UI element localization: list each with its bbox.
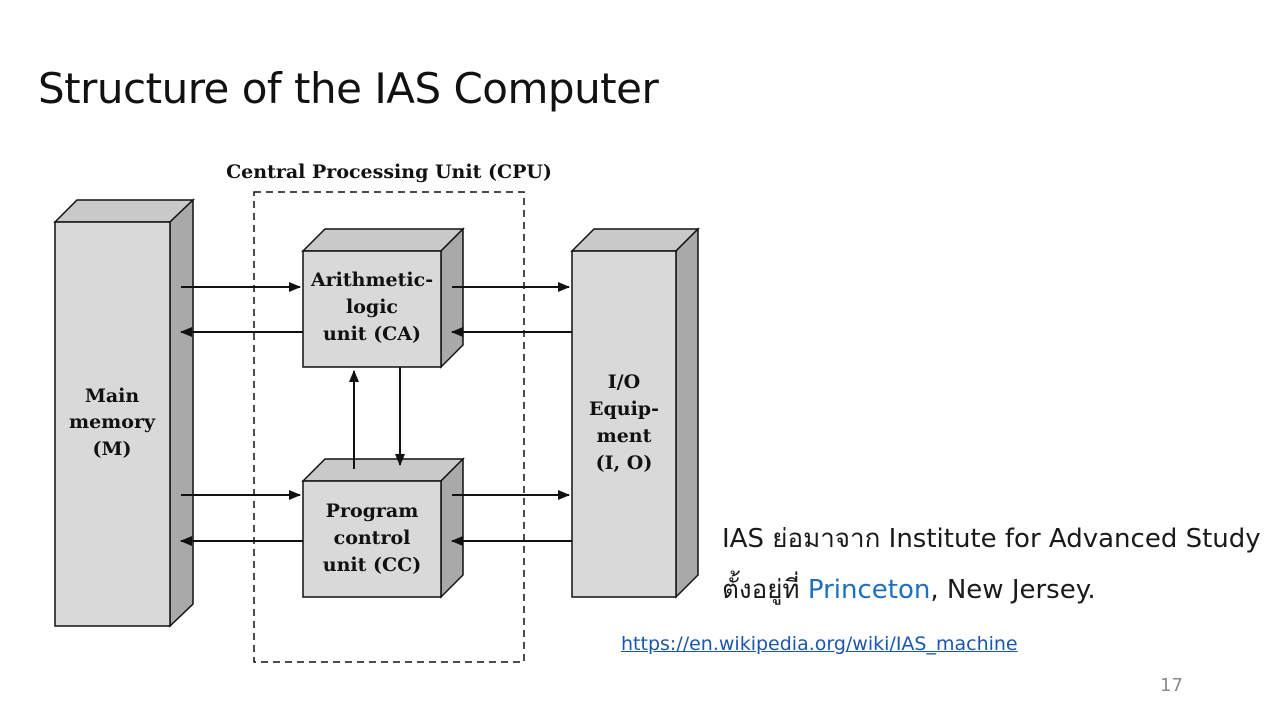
pcu-label-3: unit (CC) <box>323 554 421 576</box>
page-number: 17 <box>1160 675 1183 696</box>
pcu-label-2: control <box>334 527 411 549</box>
alu-label-2: logic <box>346 296 398 318</box>
io-label-1: I/O <box>608 371 640 393</box>
pcu-top <box>301 458 465 482</box>
cpu-boundary <box>253 191 525 663</box>
main-memory-side <box>169 198 194 628</box>
ias-structure-diagram: Central Processing Unit (CPU) Main memor… <box>53 161 700 663</box>
main-memory-label-3: (M) <box>92 438 131 460</box>
main-memory-top <box>53 199 195 223</box>
io-equipment-box: I/O Equip- ment (I, O) <box>570 227 700 599</box>
alu-top <box>301 228 465 252</box>
princeton-link[interactable]: Princeton <box>807 575 931 605</box>
pcu-front <box>302 480 442 598</box>
main-memory-label-1: Main <box>85 385 140 407</box>
io-side <box>675 227 699 599</box>
alu-front <box>302 250 442 368</box>
alu-box: Arithmetic- logic unit (CA) <box>301 227 465 369</box>
main-memory-box: Main memory (M) <box>53 198 195 628</box>
alu-side <box>440 227 464 369</box>
caption-location-suffix: , New Jersey. <box>930 575 1096 605</box>
caption-ias-meaning: IAS ย่อมาจาก Institute for Advanced Stud… <box>722 524 1261 554</box>
io-label-4: (I, O) <box>596 452 653 474</box>
caption-location-prefix: ตั้งอยู่ที่ <box>722 575 808 605</box>
alu-label-1: Arithmetic- <box>310 269 433 291</box>
io-label-3: ment <box>597 425 652 447</box>
main-memory-label-2: memory <box>69 411 156 433</box>
caption-location: ตั้งอยู่ที่ Princeton, New Jersey. <box>722 569 1096 610</box>
io-label-2: Equip- <box>589 398 659 420</box>
main-memory-front <box>54 221 171 627</box>
slide-title: Structure of the IAS Computer <box>38 64 659 113</box>
cpu-label: Central Processing Unit (CPU) <box>226 161 552 183</box>
pcu-label-1: Program <box>326 500 419 522</box>
program-control-box: Program control unit (CC) <box>301 457 465 599</box>
alu-label-3: unit (CA) <box>323 323 421 345</box>
pcu-side <box>440 457 464 599</box>
io-front <box>571 250 677 598</box>
source-link[interactable]: https://en.wikipedia.org/wiki/IAS_machin… <box>621 633 1018 655</box>
